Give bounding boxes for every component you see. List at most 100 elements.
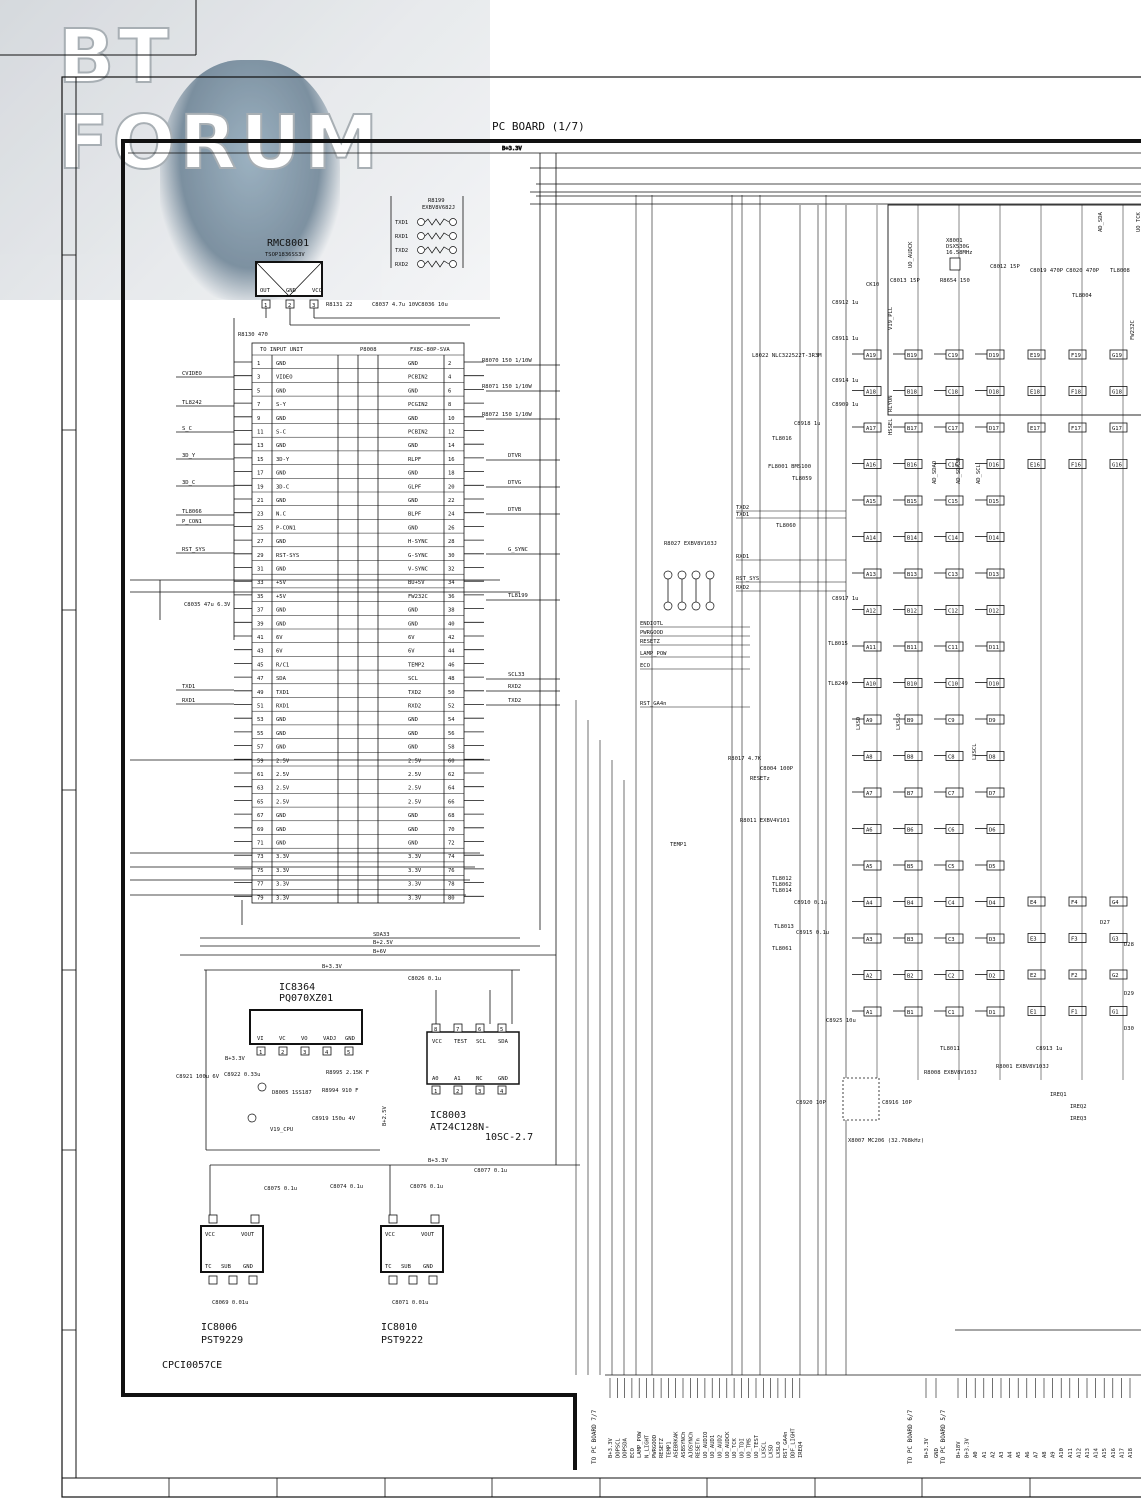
connector-signal-left: GND [276,388,286,394]
bottom-right-title: TO PC BOARD 5/7 [940,1409,947,1464]
bga-ball-label: C17 [948,426,958,432]
bga-ball-label: E19 [1030,353,1040,359]
bottom-left-net: ECO [630,1448,636,1458]
ic8003-pin-num: 6 [478,1027,481,1033]
connector-signal-left: S-Y [276,402,287,408]
bga-ball-label: F18 [1071,390,1081,396]
bottom-right-net: A10 [1059,1448,1065,1458]
r8199-pin [449,218,457,226]
mid-net-label: ECO [640,663,650,669]
connector-pin-right: 72 [448,841,455,847]
ic8003-pin-num: 8 [434,1027,437,1033]
bga-ball-label: F1 [1071,1010,1078,1016]
bottom-left-net: ASBSYNCh [681,1432,687,1459]
bga-ball-label: C15 [948,499,958,505]
r8199-ref: R8199 [428,198,445,204]
connector-left-net: CVIDEO [182,371,202,377]
connector-signal-left: GND [276,567,286,573]
connector-signal-right: 3.3V [408,882,422,888]
rmc8001-pin-label: OUT [260,288,271,294]
r8027-pin [705,601,715,611]
mid-part-label: AD_SCL [976,463,982,484]
mid-part-label: R8001 EXBV8V103J [996,1064,1049,1070]
ic8364-b33-label: B+3.3V [225,1056,246,1062]
bga-ball [904,349,923,360]
bga-ball-label: D8 [989,755,996,761]
page-title: PC BOARD (1/7) [492,120,585,133]
fw232c-label: FW232C [1130,320,1136,340]
ic8003-pin-box [475,1023,485,1033]
IC8006-body [200,1225,264,1273]
mid-part-label: TL8249 [828,681,848,687]
bga-region-top [887,204,1141,416]
bga-ball-label: C10 [948,682,958,688]
connector-pin-left: 43 [257,649,264,655]
bga-ball [863,386,882,396]
bga-ball [986,860,1005,871]
bga-ball-label: G16 [1112,463,1122,469]
connector-pin-left: 45 [257,662,264,668]
mid-part-label: IREQ3 [1070,1116,1087,1122]
c8035-label: C8035 47u 6.3V [184,602,231,608]
r8199-resistor [424,246,450,254]
mid-part-label: C8915 0.1u [796,930,829,936]
bga-ball-label: B14 [907,536,918,542]
connector-pin-right: 40 [448,621,455,627]
bga-ball [986,678,1005,688]
bus-d27: D27 [1100,920,1110,926]
connector-pin-left: 25 [257,525,264,531]
bottom-right-net: A2 [990,1451,996,1458]
connector-signal-left: 2.5V [276,772,290,778]
connector-pin-right: 34 [448,580,455,586]
bga-ball-label: C1 [948,1010,955,1016]
bottom-right-net: A11 [1068,1448,1074,1458]
bga-ball-label: C16 [948,463,958,469]
connector-pin-left: 41 [257,635,264,641]
bga-ball [945,422,964,433]
mid-part-label: TL8011 [940,1046,960,1052]
connector-signal-right: GND [408,827,418,833]
connector-signal-right: 3.3V [408,854,422,860]
r8130-label: R8130 470 [238,332,268,338]
mid-part-label: TL8061 [772,946,792,952]
connector-signal-right: GND [408,608,418,614]
connector-pin-right: 52 [448,704,455,710]
bottom-right-net: B+18V [956,1441,962,1458]
connector-pin-right: 76 [448,868,455,874]
connector-pin-left: 31 [257,567,264,573]
bga-ball-label: C6 [948,828,955,834]
connector-signal-left: 3.3V [276,882,290,888]
connector-signal-left: RXD1 [276,704,289,710]
ic8003-top-pin: TEST [454,1039,468,1045]
mid-net-label: TXD2 [736,505,749,511]
bga-ball [1109,1006,1128,1016]
pin-tc: TC [205,1264,212,1270]
c8071-label: C8071 0.01u [392,1300,428,1306]
x8001-body [949,257,961,271]
connector-pin-right: 38 [448,608,455,614]
bga-ball [863,787,882,798]
mid-net-label: LAMP_POW [640,651,667,657]
connector-pin-right: 66 [448,799,455,805]
mid-part-label: V19_PLL [888,306,894,330]
connector-ref: P8008 [360,347,377,353]
connector-signal-left: 3.3V [276,868,290,874]
bga-ball [986,970,1005,980]
bga-ball-label: B15 [907,499,917,505]
bus-d29: D29 [1124,991,1134,997]
ic8003-top-pin: SDA [498,1039,509,1045]
mid-net-label: RST_GA4n [640,701,667,707]
bottom-right-net: A9 [1051,1451,1057,1458]
r8199-pin [417,246,425,254]
bga-ball-label: B16 [907,463,917,469]
pin-box [388,1275,398,1285]
bga-ball-label: B1 [907,1010,914,1016]
connector-signal-right: RXD2 [408,704,421,710]
mid-part-label: C8917 1u [832,596,859,602]
bga-ball [986,605,1005,615]
ic8364-pin-num: 3 [303,1050,306,1056]
connector-left-net: P_CON1 [182,519,202,525]
bga-ball [904,824,923,834]
connector-signal-left: GND [276,608,286,614]
